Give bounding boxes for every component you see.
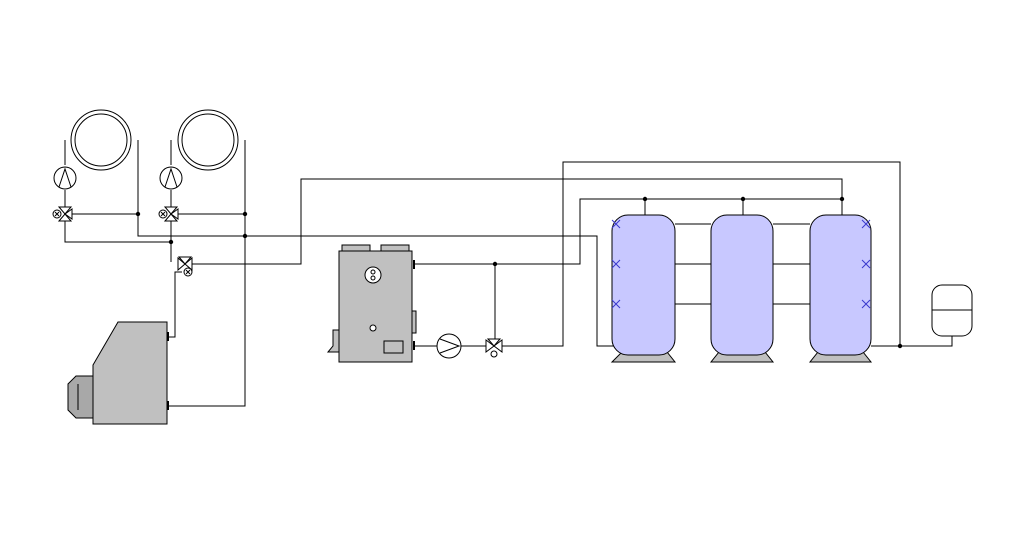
radiator-loop-2 xyxy=(177,109,239,171)
solid-fuel-boiler xyxy=(326,244,417,363)
junction-nodes xyxy=(135,196,903,349)
boiler-pump xyxy=(436,333,462,359)
radiator-loop-1 xyxy=(70,109,132,171)
mixing-valve-1 xyxy=(52,206,73,222)
oil-boiler xyxy=(67,321,169,425)
expansion-vessel xyxy=(931,284,973,337)
mixing-valve-2 xyxy=(158,206,179,222)
diverter-valve xyxy=(177,256,193,277)
buffer-tank-2 xyxy=(709,214,775,363)
circulation-pump-2 xyxy=(159,166,183,190)
buffer-tank-1 xyxy=(610,214,677,363)
buffer-tank-3 xyxy=(808,214,873,363)
boiler-valve xyxy=(485,338,503,358)
circulation-pump-1 xyxy=(53,166,77,190)
pipe-network xyxy=(64,140,953,407)
